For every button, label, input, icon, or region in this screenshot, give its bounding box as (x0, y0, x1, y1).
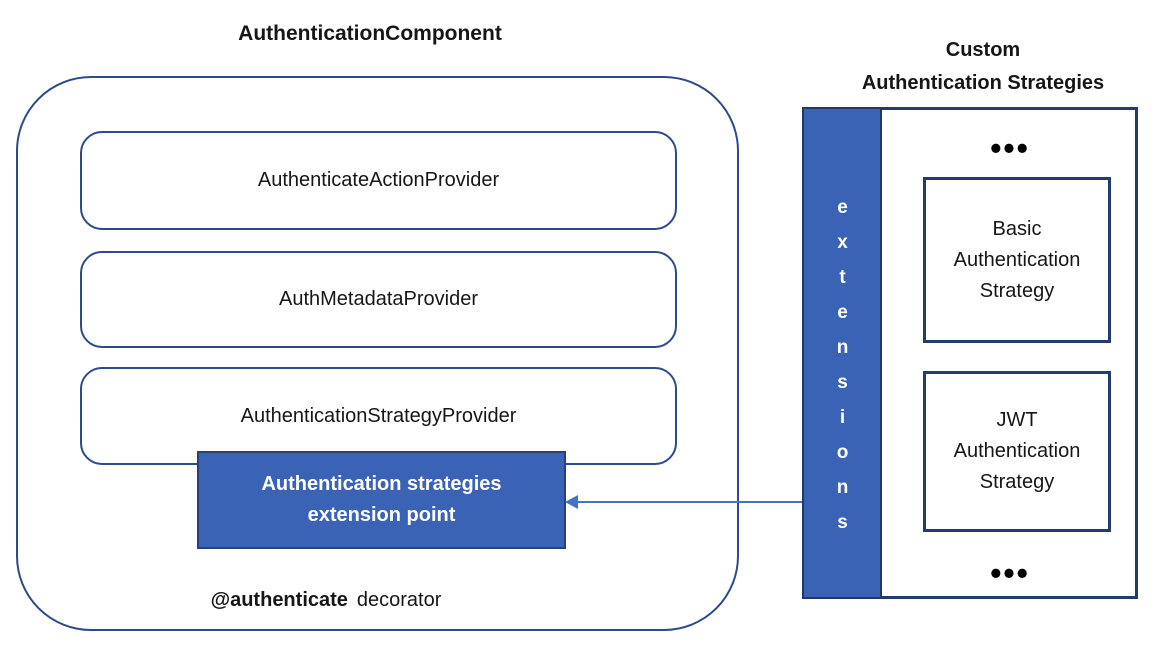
custom-authentication-strategies-title: Custom Authentication Strategies (861, 39, 1105, 94)
extensions-bar: extensions (802, 107, 882, 599)
authentication-strategy-provider-label: AuthenticationStrategyProvider (240, 404, 517, 427)
extensions-bar-label: extensions (832, 197, 853, 547)
extension-connector-line (576, 501, 802, 503)
extension-point-box: Authentication strategies extension poin… (197, 451, 566, 549)
auth-metadata-provider-label: AuthMetadataProvider (278, 288, 478, 310)
authenticate-decorator-name: @authenticate (210, 589, 348, 611)
extension-connector-arrowhead-icon (565, 495, 578, 509)
jwt-authentication-strategy-box: JWT Authentication Strategy (923, 371, 1111, 532)
authentication-component-title: AuthenticationComponent (238, 22, 502, 45)
authenticate-decorator-word: decorator (356, 589, 442, 611)
auth-metadata-provider-box: AuthMetadataProvider (80, 251, 677, 348)
authenticate-action-provider-label: AuthenticateActionProvider (257, 169, 500, 191)
ellipsis-top: ••• (990, 130, 1030, 166)
authenticate-decorator-caption: @authenticate decorator (126, 589, 526, 612)
basic-authentication-strategy-box: Basic Authentication Strategy (923, 177, 1111, 343)
authenticate-action-provider-box: AuthenticateActionProvider (80, 131, 677, 230)
ellipsis-bottom: ••• (990, 555, 1030, 591)
authentication-component-container (16, 76, 739, 631)
